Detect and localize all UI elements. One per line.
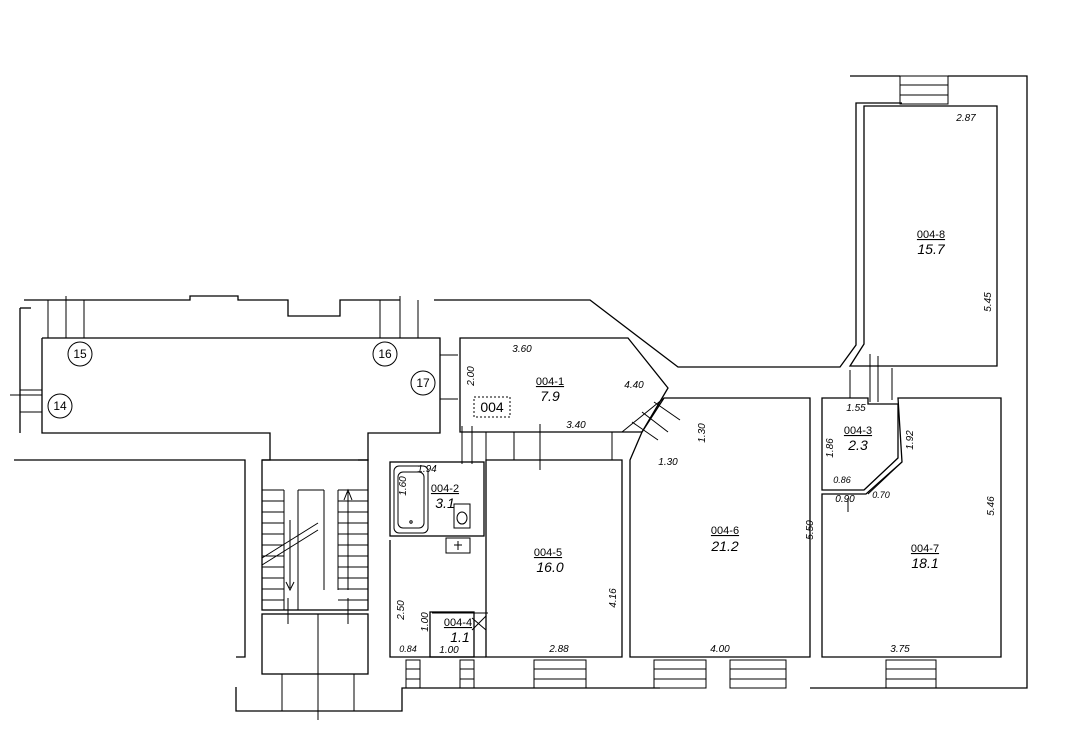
dim-label: 5.50 <box>805 520 816 540</box>
axis-marker-14: 14 <box>47 393 73 419</box>
dim-label: 0.90 <box>835 494 855 505</box>
dim-label: 2.50 <box>396 600 407 621</box>
room-label-004-7: 004-7 18.1 <box>911 543 939 571</box>
dim-label: 1.00 <box>420 612 431 632</box>
svg-text:16.0: 16.0 <box>536 559 563 575</box>
dim-label: 1.30 <box>697 423 708 443</box>
svg-text:004-1: 004-1 <box>536 376 564 388</box>
svg-text:004-3: 004-3 <box>844 425 872 437</box>
room-label-004-1: 004-1 7.9 <box>536 376 564 404</box>
dim-label: 2.88 <box>548 644 569 655</box>
dim-label: 1.60 <box>398 476 409 496</box>
svg-text:004-2: 004-2 <box>431 483 459 495</box>
room-004-1 <box>459 337 669 433</box>
dim-label: 1.86 <box>825 438 836 458</box>
dim-label: 2.00 <box>466 366 477 387</box>
dim-label: 0.70 <box>872 490 890 500</box>
svg-text:004-5: 004-5 <box>534 547 562 559</box>
dim-label: 4.40 <box>624 380 644 391</box>
svg-text:004-6: 004-6 <box>711 525 739 537</box>
svg-text:2.3: 2.3 <box>847 437 868 453</box>
room-label-004-5: 004-5 16.0 <box>534 547 564 575</box>
svg-text:004-8: 004-8 <box>917 229 945 241</box>
dim-label: 1.92 <box>905 430 916 450</box>
dim-label: 0.86 <box>833 475 851 485</box>
svg-text:15.7: 15.7 <box>917 241 945 257</box>
dim-label: 5.46 <box>986 496 997 516</box>
hall-left <box>389 540 488 658</box>
svg-text:004-7: 004-7 <box>911 543 939 555</box>
room-004-2 <box>389 461 485 554</box>
dim-label: 1.94 <box>417 464 437 475</box>
svg-text:17: 17 <box>416 376 430 390</box>
stairwell <box>261 459 369 720</box>
svg-text:1.1: 1.1 <box>450 629 469 645</box>
dim-label: 3.40 <box>566 420 586 431</box>
dim-label: 4.16 <box>608 588 619 608</box>
dim-label: 5.45 <box>983 292 994 312</box>
dim-label: 3.60 <box>512 344 532 355</box>
outer-walls <box>14 75 1028 712</box>
svg-text:7.9: 7.9 <box>540 388 560 404</box>
svg-text:004-4: 004-4 <box>444 617 472 629</box>
axis-marker-16: 16 <box>372 341 398 367</box>
room-004-5 <box>485 459 623 658</box>
dim-label: 3.75 <box>890 644 910 655</box>
axis-marker-15: 15 <box>67 341 93 367</box>
axis-marker-17: 17 <box>410 370 436 396</box>
svg-text:3.1: 3.1 <box>435 495 454 511</box>
dim-label: 1.00 <box>439 645 459 656</box>
room-004-3 <box>821 397 899 491</box>
corridor <box>41 337 458 461</box>
dim-label: 2.87 <box>955 113 976 124</box>
room-004-6 <box>629 397 811 658</box>
svg-text:15: 15 <box>73 347 87 361</box>
room-label-004-4: 004-4 1.1 <box>444 617 472 645</box>
svg-text:14: 14 <box>53 399 67 413</box>
windows <box>10 75 949 689</box>
dim-label: 4.00 <box>710 644 730 655</box>
apartment-label: 004 <box>473 396 511 418</box>
dimension-labels: 3.60 2.00 4.40 3.40 1.30 1.30 1.94 1.60 … <box>396 113 997 656</box>
svg-text:16: 16 <box>378 347 392 361</box>
room-004-8 <box>848 105 998 367</box>
svg-text:004: 004 <box>480 399 504 415</box>
room-label-004-3: 004-3 2.3 <box>844 425 872 453</box>
openings <box>461 354 903 512</box>
svg-text:18.1: 18.1 <box>911 555 938 571</box>
room-label-004-8: 004-8 15.7 <box>917 229 946 257</box>
room-label-004-2: 004-2 3.1 <box>431 483 459 511</box>
dim-label: 1.55 <box>846 403 866 414</box>
room-label-004-6: 004-6 21.2 <box>710 525 739 554</box>
dim-label: 1.30 <box>658 457 678 468</box>
dim-label: 0.84 <box>399 644 417 654</box>
svg-text:21.2: 21.2 <box>710 538 738 554</box>
